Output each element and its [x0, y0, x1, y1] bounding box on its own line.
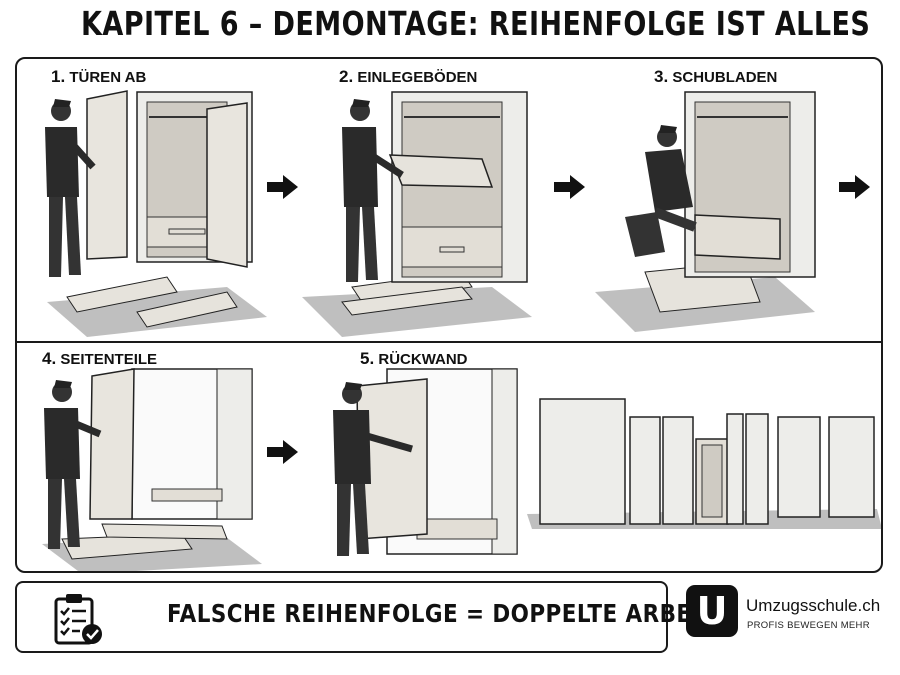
arrow-right-icon [839, 175, 870, 199]
step-1-illustration [45, 90, 267, 337]
step-3-title: SCHUBLADEN [672, 69, 778, 86]
disassembled-parts-illustration [527, 398, 881, 529]
footer-message-box: FALSCHE REIHENFOLGE = DOPPELTE ARBEIT. [15, 581, 720, 653]
arrow-right-icon [267, 440, 298, 464]
step-4-illustration [42, 368, 262, 571]
page-title: KAPITEL 6 – DEMONTAGE: REIHENFOLGE IST A… [81, 4, 871, 43]
arrow-right-icon [554, 175, 585, 199]
step-3-label: 3. SCHUBLADEN [654, 67, 777, 87]
step-4-label: 4. SEITENTEILE [42, 349, 157, 369]
brand-logo: U [686, 585, 738, 637]
step-2-title: EINLEGEBÖDEN [357, 69, 478, 86]
arrow-right-icon [267, 175, 298, 199]
step-5-label: 5. RÜCKWAND [360, 349, 468, 369]
step-4-number: 4. [42, 349, 57, 368]
step-1-label: 1. TÜREN AB [51, 67, 146, 87]
steps-panel: 1. TÜREN AB 2. EINLEGEBÖDEN [15, 57, 883, 573]
clipboard-checklist-icon [54, 594, 102, 645]
step-2-illustration [302, 91, 532, 337]
step-4-title: SEITENTEILE [60, 351, 158, 368]
step-1-title: TÜREN AB [69, 69, 147, 86]
step-5-number: 5. [360, 349, 375, 368]
step-2-number: 2. [339, 67, 354, 86]
step-2-label: 2. EINLEGEBÖDEN [339, 67, 477, 87]
brand-tagline: PROFIS BEWEGEN MEHR [747, 620, 870, 631]
step-1-number: 1. [51, 67, 66, 86]
step-5-title: RÜCKWAND [378, 351, 468, 368]
footer-message: FALSCHE REIHENFOLGE = DOPPELTE ARBEIT. [167, 599, 721, 628]
step-3-number: 3. [654, 67, 669, 86]
row-divider [17, 341, 881, 343]
step-5-illustration [333, 368, 518, 556]
step-3-illustration [595, 91, 816, 332]
brand-name: Umzugsschule.ch [746, 596, 881, 615]
